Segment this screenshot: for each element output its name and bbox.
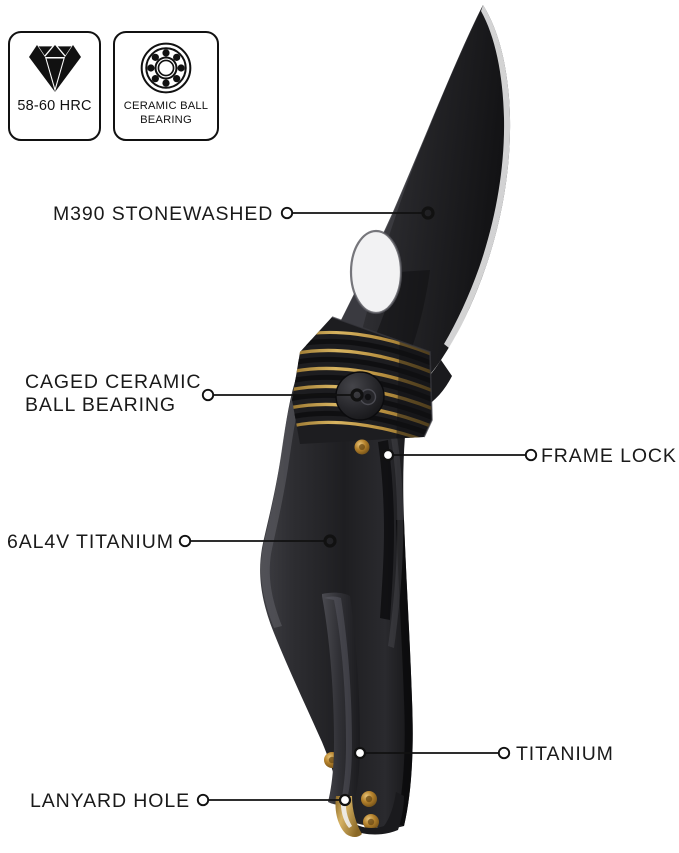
thumb-hole-opening: [351, 231, 401, 313]
callout-targets-open: [338, 448, 395, 807]
target-pivot-bearing: [350, 388, 364, 402]
callout-label-clip-titanium: TITANIUM: [516, 743, 614, 765]
pocket-clip: [322, 592, 360, 805]
pocket-clip-highlight: [324, 596, 352, 801]
handle-body: [260, 330, 413, 829]
target-blade-steel: [421, 206, 435, 220]
blade-spine-highlight: [444, 5, 511, 348]
thumb-hole: [349, 229, 403, 315]
pivot-screw-hex: [364, 393, 372, 401]
scale-right-shade: [396, 330, 432, 444]
leader-lines: [191, 212, 525, 801]
pocket-clip-body: [322, 592, 360, 805]
badge-hrc: 58-60 HRC: [8, 31, 101, 141]
frame-lock-bar-highlight: [388, 430, 404, 648]
scale-seam: [331, 316, 433, 438]
thumb-hole-rim: [349, 229, 403, 315]
badge-ball-bearing-label: CERAMIC BALL BEARING: [123, 100, 209, 126]
butt-block: [340, 792, 404, 835]
pivot-disc-rim: [335, 371, 385, 421]
callout-markers: [178, 206, 538, 807]
marker-pivot-bearing: [201, 388, 215, 402]
marker-lanyard-hole: [196, 793, 210, 807]
marker-handle-titanium: [178, 534, 192, 548]
bearing-balls: [147, 49, 185, 87]
target-frame-lock: [381, 448, 395, 462]
badge-ball-bearing: CERAMIC BALL BEARING: [113, 31, 219, 141]
marker-clip-titanium: [497, 746, 511, 760]
target-handle-titanium: [323, 534, 337, 548]
marker-blade-steel: [280, 206, 294, 220]
callout-label-pivot-bearing: CAGED CERAMIC BALL BEARING: [25, 371, 202, 416]
screw-butt-lower-socket: [367, 818, 375, 826]
ball-bearing-icon: [135, 42, 197, 94]
diamond-icon-svg: [28, 45, 81, 92]
ball-bearing-icon-svg: [140, 42, 192, 94]
pivot-disc: [335, 371, 385, 421]
badge-hrc-label: 58-60 HRC: [17, 98, 92, 114]
screw-upper-socket: [359, 444, 365, 450]
callout-label-frame-lock: FRAME LOCK: [541, 445, 677, 467]
callout-label-lanyard-hole: LANYARD HOLE: [30, 790, 190, 812]
screw-butt-upper-socket: [365, 795, 373, 803]
target-clip-titanium: [353, 746, 367, 760]
callout-label-blade-steel: M390 STONEWASHED: [53, 203, 274, 225]
target-lanyard-hole: [338, 793, 352, 807]
marker-frame-lock: [524, 448, 538, 462]
callout-label-handle-titanium: 6AL4V TITANIUM: [7, 531, 174, 553]
diamond-icon: [24, 42, 86, 94]
frame-lock-cut: [378, 440, 394, 620]
callout-targets: [323, 206, 435, 548]
handle-right-edge: [396, 520, 413, 826]
